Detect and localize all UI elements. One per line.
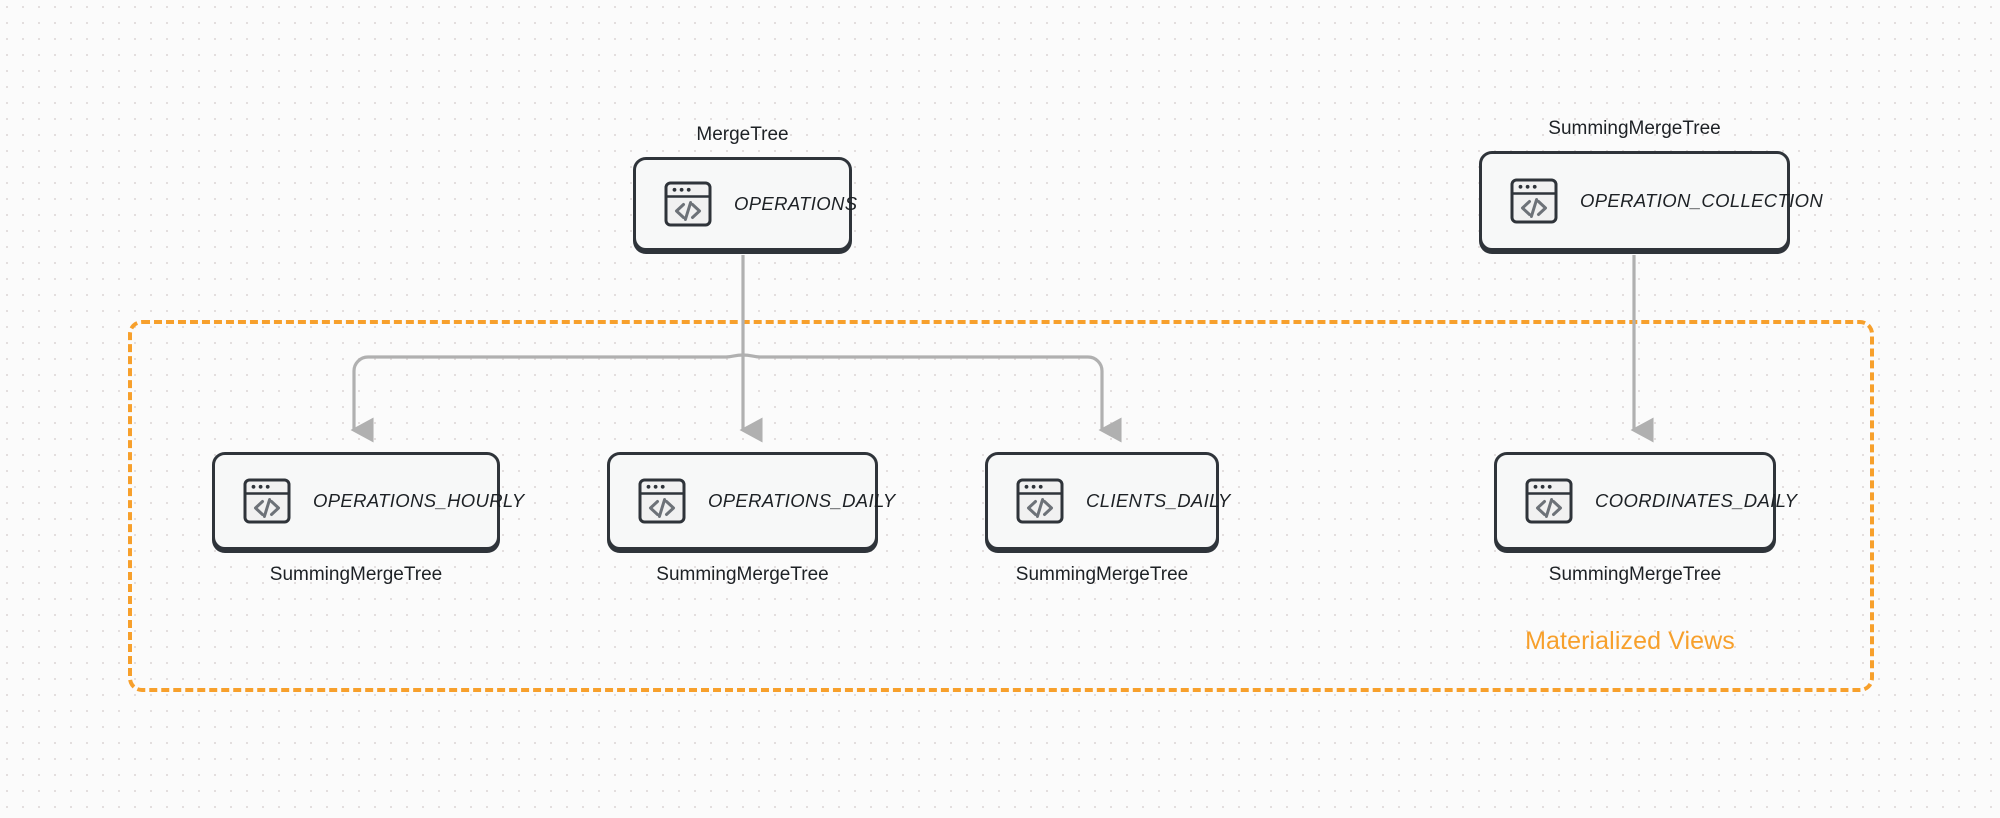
materialized-views-label: Materialized Views: [1525, 627, 1735, 655]
code-window-icon: [243, 478, 291, 524]
node-operations_hourly[interactable]: OPERATIONS_HOURLY: [212, 452, 524, 550]
node-clients_daily[interactable]: CLIENTS_DAILY: [985, 452, 1230, 550]
node-label: CLIENTS_DAILY: [1086, 490, 1231, 511]
engine-caption-coordinates_daily: SummingMergeTree: [1548, 564, 1722, 585]
code-window-icon: [664, 181, 712, 227]
node-operations[interactable]: OPERATIONS: [633, 157, 857, 251]
engine-caption-clients_daily: SummingMergeTree: [1015, 564, 1189, 585]
code-window-icon: [241, 475, 293, 527]
node-label: OPERATIONS_HOURLY: [313, 490, 525, 511]
code-window-icon: [1508, 175, 1560, 227]
engine-caption-operation_collection: SummingMergeTree: [1548, 118, 1721, 139]
node-label: OPERATION_COLLECTION: [1580, 190, 1824, 211]
engine-caption-operations_hourly: SummingMergeTree: [269, 564, 443, 585]
node-operation_collection[interactable]: OPERATION_COLLECTION: [1479, 151, 1823, 251]
engine-caption-operations: MergeTree: [696, 124, 789, 145]
materialized-views-group: [128, 320, 1874, 692]
code-window-icon: [636, 475, 688, 527]
code-window-icon: [638, 478, 686, 524]
code-window-icon: [1014, 475, 1066, 527]
node-operations_daily[interactable]: OPERATIONS_DAILY: [607, 452, 895, 550]
engine-caption-operations_daily: SummingMergeTree: [656, 564, 829, 585]
node-label: OPERATIONS_DAILY: [708, 490, 896, 511]
node-coordinates_daily[interactable]: COORDINATES_DAILY: [1494, 452, 1797, 550]
code-window-icon: [1510, 178, 1558, 224]
node-label: COORDINATES_DAILY: [1595, 490, 1798, 511]
code-window-icon: [1016, 478, 1064, 524]
code-window-icon: [1523, 475, 1575, 527]
code-window-icon: [662, 178, 714, 230]
code-window-icon: [1525, 478, 1573, 524]
node-label: OPERATIONS: [734, 193, 858, 214]
